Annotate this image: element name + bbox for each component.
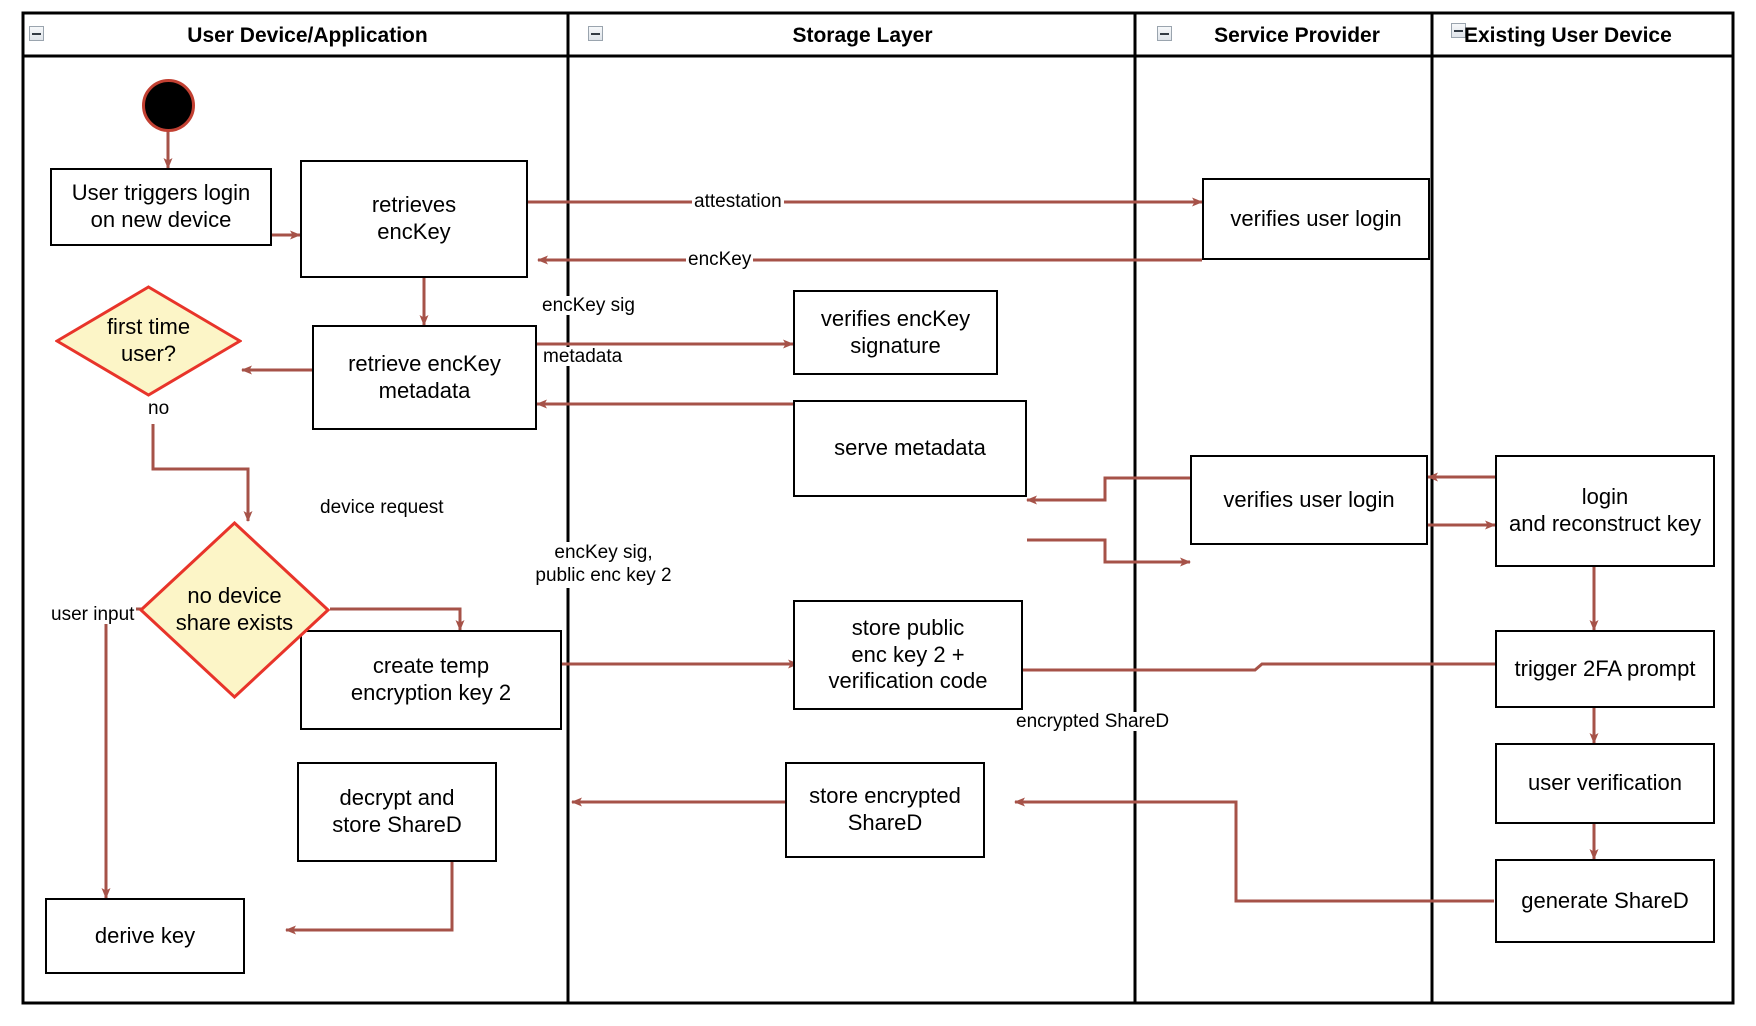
edge-store-public-to-2fa — [1023, 659, 1506, 672]
decision-first-time-user[interactable]: first time user? — [55, 285, 242, 397]
edge-label-enckey-sig-public-enc-key-2: encKey sig, public enc key 2 — [519, 542, 688, 588]
decision-label-first-time-user: first time user? — [106, 314, 191, 366]
node-verifies-user-login-top[interactable]: verifies user login — [1202, 178, 1430, 260]
edge-device-request — [330, 607, 465, 631]
edge-label-enckey-sig: encKey sig — [540, 295, 637, 316]
edge-label-enckey: encKey — [686, 249, 754, 270]
edge-label-device-request: device request — [318, 497, 446, 518]
node-retrieves-enckey[interactable]: retrieves encKey — [300, 160, 528, 278]
node-create-temp-encryption-key-2[interactable]: create temp encryption key 2 — [300, 630, 562, 730]
node-serve-metadata[interactable]: serve metadata — [793, 400, 1027, 497]
node-login-and-reconstruct-key[interactable]: login and reconstruct key — [1495, 455, 1715, 567]
edge-label-attestation: attestation — [692, 191, 784, 212]
edge-label-user-input: user input — [49, 604, 137, 625]
diamond-shape-first-time-user — [55, 285, 242, 397]
collapse-minus-icon-lane-user-device[interactable] — [29, 26, 44, 41]
node-verifies-enckey-signature[interactable]: verifies encKey signature — [793, 290, 998, 375]
node-user-verification[interactable]: user verification — [1495, 743, 1715, 824]
edge-serve-metadata-to-sp — [1027, 538, 1191, 567]
diamond-shape-no-device-share — [139, 521, 330, 699]
decision-no-device-share-exists[interactable]: no device share exists — [139, 521, 330, 699]
node-generate-shared[interactable]: generate ShareD — [1495, 859, 1715, 943]
initial-node — [142, 79, 195, 132]
node-store-public-enc-key-2[interactable]: store public enc key 2 + verification co… — [793, 600, 1023, 710]
swimlane-frame — [21, 11, 1735, 1005]
edge-label-encrypted-shared: encrypted ShareD — [1014, 711, 1172, 732]
lane-header-service-provider: Service Provider — [1214, 24, 1380, 47]
edge-encrypted-shared — [1014, 797, 1494, 903]
edge-label-metadata: metadata — [541, 346, 625, 367]
node-user-triggers-login[interactable]: User triggers login on new device — [50, 168, 272, 246]
node-retrieve-enckey-metadata[interactable]: retrieve encKey metadata — [312, 325, 537, 430]
node-verifies-user-login-mid[interactable]: verifies user login — [1190, 455, 1428, 545]
decision-label-no-device-share: no device share exists — [175, 583, 294, 635]
collapse-minus-icon-lane-existing-device[interactable] — [1451, 23, 1466, 38]
node-derive-key[interactable]: derive key — [45, 898, 245, 974]
collapse-minus-icon-lane-storage[interactable] — [588, 26, 603, 41]
edge-label-no: no — [146, 398, 172, 419]
lane-header-existing-device: Existing User Device — [1464, 24, 1672, 47]
collapse-minus-icon-lane-service-provider[interactable] — [1157, 26, 1172, 41]
edge-sp-to-serve-metadata — [1026, 476, 1190, 505]
lane-header-storage: Storage Layer — [792, 24, 933, 47]
node-store-encrypted-shared[interactable]: store encrypted ShareD — [785, 762, 985, 858]
edge-decrypt-to-derive-key — [285, 862, 454, 935]
node-trigger-2fa-prompt[interactable]: trigger 2FA prompt — [1495, 630, 1715, 708]
edge-no-branch — [151, 424, 253, 522]
node-decrypt-and-store-shared[interactable]: decrypt and store ShareD — [297, 762, 497, 862]
lane-header-user-device: User Device/Application — [187, 24, 428, 47]
